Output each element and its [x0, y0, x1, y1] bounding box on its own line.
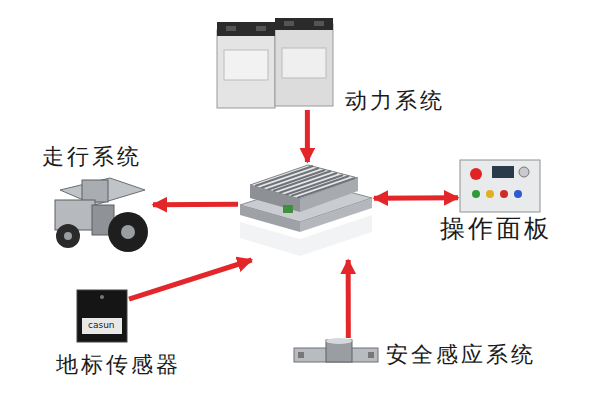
battery-sticker	[224, 50, 268, 80]
safety-sensor-picture	[294, 338, 378, 362]
component-node: 安全感应系统	[292, 338, 380, 368]
drive-unit-picture	[55, 178, 148, 252]
sensor-body	[77, 290, 127, 342]
arrow-connector	[305, 110, 310, 162]
drive-wheel	[108, 212, 148, 252]
component-node: 走行系统	[45, 172, 153, 254]
panel-knob	[519, 167, 529, 177]
component-label: 走行系统	[42, 144, 142, 170]
battery-top	[217, 22, 275, 36]
battery-body	[275, 24, 333, 106]
component-node: 动力系统	[215, 18, 335, 110]
component-node: 地标传感器	[75, 288, 129, 344]
battery-body	[217, 30, 275, 108]
sensor-screw	[298, 352, 304, 358]
sensor-screw	[368, 352, 374, 358]
battery-terminal	[226, 26, 236, 31]
agv-picture	[240, 165, 372, 256]
sensor-plate	[82, 318, 122, 334]
panel-button	[500, 190, 508, 198]
arrow-connector	[346, 260, 351, 338]
brand-label: casun	[88, 321, 115, 331]
drive-wheel	[56, 224, 80, 248]
component-label: 安全感应系统	[386, 342, 536, 368]
component-label: 地标传感器	[56, 352, 181, 378]
arrow-connector	[153, 202, 238, 208]
battery-terminal	[284, 21, 294, 26]
arrow-connector	[374, 195, 458, 201]
panel-button	[514, 190, 522, 198]
drive-hub	[121, 225, 135, 239]
drive-bracket	[82, 180, 108, 202]
component-label: 操作面板	[440, 214, 552, 244]
component-node	[238, 162, 374, 260]
battery-sticker	[282, 48, 326, 78]
landmark-sensor-picture	[77, 290, 127, 342]
panel-button	[472, 190, 480, 198]
battery-picture	[217, 18, 333, 108]
agv-frame	[300, 178, 358, 212]
sensor-head	[326, 338, 352, 344]
panel-face	[460, 160, 540, 212]
battery-terminal	[314, 21, 324, 26]
panel-button	[486, 190, 494, 198]
panel-screen	[492, 166, 514, 178]
drive-hub	[64, 232, 72, 240]
emergency-button	[470, 168, 482, 180]
drive-bracket	[55, 200, 95, 230]
agv-frame	[250, 185, 300, 212]
sensor-screw	[100, 295, 104, 299]
agv-reflection	[240, 215, 372, 256]
battery-top	[275, 18, 333, 30]
component-node: 操作面板	[458, 158, 542, 214]
control-panel-picture	[460, 160, 540, 212]
component-label: 动力系统	[345, 88, 445, 114]
agv-indicator	[283, 205, 293, 213]
battery-terminal	[256, 26, 266, 31]
arrow-connector	[129, 260, 252, 299]
